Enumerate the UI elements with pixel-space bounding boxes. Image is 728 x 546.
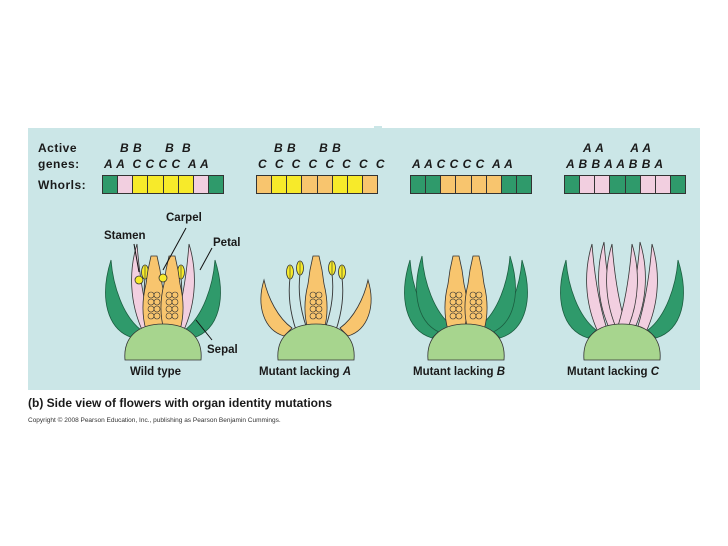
mutant-lacking-c-flower [560,241,684,361]
caption-wild-type: Wild type [130,366,181,378]
whorl-cell-green [610,176,626,193]
mutant-lacking-a-flower [260,255,372,361]
caption-lacking-a-text: Mutant lacking [259,366,343,378]
caption-lacking-c: Mutant lacking C [567,366,659,378]
panel-4-whorl-strip [564,175,686,194]
whorl-cell-orange [456,176,472,193]
carpel-label: Carpel [166,212,202,224]
panel-1-genes-top: B B B B [120,141,192,155]
whorl-cell-yellow [287,176,303,193]
whorl-cell-pink [193,176,209,193]
caption-lacking-b-text: Mutant lacking [413,366,497,378]
whorl-cell-green [625,176,641,193]
mutant-lacking-b-flower [404,255,528,361]
whorl-cell-pink [640,176,656,193]
whorl-cell-green [516,176,531,193]
whorl-cell-orange [302,176,318,193]
stamen-label: Stamen [104,230,146,242]
panel-1-whorl-strip [102,175,224,194]
copyright-notice: Copyright © 2008 Pearson Education, Inc.… [28,417,281,424]
whorl-cell-yellow [272,176,288,193]
caption-lacking-b-gene: B [496,366,506,378]
whorl-cell-yellow [133,176,149,193]
whorl-cell-yellow [332,176,348,193]
whorl-cell-orange [486,176,502,193]
whorl-cell-pink [595,176,611,193]
panel-2-genes-top: B B B B [274,141,342,155]
whorl-cell-orange [471,176,487,193]
panel-4-genes-bottom: A B B A A B B A [566,157,664,171]
whorl-cell-green [565,176,581,193]
panel-3-genes-bottom: A A C C C C A A [412,157,514,171]
figure-caption: (b) Side view of flowers with organ iden… [28,396,333,410]
caption-lacking-a-gene: A [342,366,352,378]
whorl-cell-green [501,176,517,193]
whorl-cell-green [103,176,119,193]
whorl-cell-orange [317,176,333,193]
whorl-cell-yellow [163,176,179,193]
active-genes-label-line2: genes: [38,157,80,171]
wild-type-flower [105,243,221,361]
whorl-cell-yellow [178,176,194,193]
panel-2-genes-bottom: C C C C C C C C [258,157,386,171]
panel-2-whorl-strip [256,175,378,194]
whorl-cell-yellow [347,176,363,193]
whorl-cell-green [411,176,427,193]
whorl-cell-green [208,176,223,193]
active-genes-label-line1: Active [38,141,78,155]
whorl-cell-green [670,176,685,193]
whorl-cell-pink [580,176,596,193]
whorl-cell-pink [118,176,134,193]
whorl-cell-orange [441,176,457,193]
caption-wild-type-text: Wild type [130,366,182,378]
petal-label: Petal [213,237,241,249]
caption-lacking-a: Mutant lacking A [259,366,351,378]
whorl-cell-yellow [148,176,164,193]
panel-notch [374,126,382,128]
whorl-cell-green [426,176,442,193]
panel-1-genes-bottom: A A C C C C A A [104,157,210,171]
panel-3-whorl-strip [410,175,532,194]
whorl-cell-orange [362,176,377,193]
caption-lacking-b: Mutant lacking B [413,366,505,378]
caption-lacking-c-gene: C [650,366,660,378]
whorls-label: Whorls: [38,178,87,192]
caption-lacking-c-text: Mutant lacking [567,366,651,378]
whorl-cell-pink [655,176,671,193]
whorl-cell-orange [257,176,273,193]
sepal-label: Sepal [207,344,238,356]
panel-4-genes-top: A A A A [583,141,652,155]
